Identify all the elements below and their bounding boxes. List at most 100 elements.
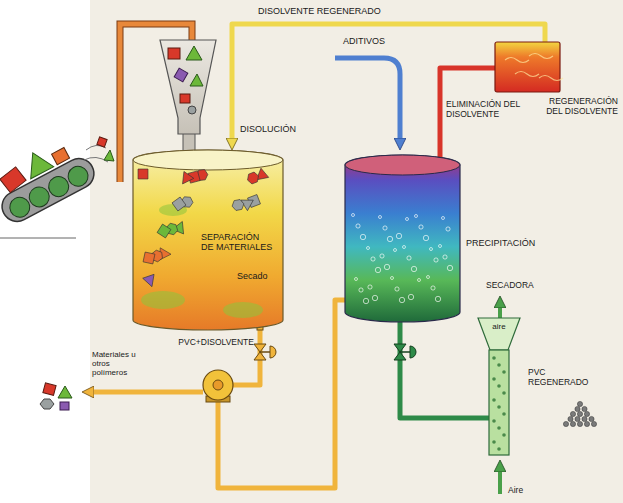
- bubble: [375, 267, 380, 272]
- pipe-connector: [400, 322, 478, 418]
- waste-piece: [97, 137, 107, 147]
- waste-piece: [20, 147, 53, 179]
- granule: [492, 440, 496, 444]
- bubble: [439, 245, 442, 248]
- granule: [497, 363, 501, 367]
- air-inlet-arrow: [498, 470, 502, 494]
- granule: [584, 411, 589, 416]
- stream-label: ADITIVOS: [343, 36, 385, 46]
- stream-label: SECADORA: [486, 281, 534, 291]
- material-piece: [143, 274, 158, 288]
- product-label: PVC REGENERADO: [528, 368, 588, 388]
- hopper-neck: [183, 132, 195, 152]
- waste-piece: [104, 150, 114, 161]
- bubble: [403, 246, 406, 249]
- dryer-tube: [489, 350, 509, 455]
- tank-top: [345, 155, 460, 175]
- granule: [492, 356, 496, 360]
- bubble: [447, 265, 452, 270]
- precipitation-tank: PRECIPITACIÓN: [345, 155, 460, 322]
- granule: [502, 391, 506, 395]
- reject-piece: [40, 399, 54, 409]
- granule: [577, 401, 582, 406]
- reject-piece: [58, 386, 72, 398]
- liquid-patch: [223, 302, 263, 318]
- bubble: [411, 266, 416, 271]
- bubble: [443, 255, 447, 259]
- granule: [492, 377, 496, 381]
- bubble: [391, 277, 394, 280]
- material-piece: [157, 224, 171, 238]
- bubble: [384, 264, 389, 269]
- liquid-patch: [141, 291, 185, 309]
- granule: [577, 411, 582, 416]
- granule: [575, 406, 580, 411]
- bubble: [394, 249, 397, 252]
- granule: [570, 411, 575, 416]
- bubble: [415, 215, 418, 218]
- material-piece: [247, 171, 259, 185]
- tank-body: [345, 155, 460, 322]
- dissolution-tank: SEPARACIÓN DE MATERIALES Secado: [133, 150, 283, 330]
- tank-note: Secado: [237, 271, 268, 281]
- stream-label: Aire: [508, 486, 523, 496]
- tank-top: [133, 150, 283, 170]
- bubble: [430, 248, 433, 251]
- bubble: [395, 287, 399, 291]
- dryer-column-shape: [478, 318, 520, 455]
- precipitation-tank-shape: [345, 155, 460, 322]
- valve: [254, 344, 276, 360]
- air-note: aire: [478, 322, 520, 331]
- waste-piece: [168, 48, 180, 59]
- tank-label: SEPARACIÓN DE MATERIALES: [201, 232, 274, 253]
- waste-piece: [180, 94, 190, 103]
- rule-line: [0, 238, 76, 239]
- material-piece: [172, 197, 186, 211]
- bubble: [367, 247, 370, 250]
- bubble: [383, 226, 387, 230]
- bubble: [355, 278, 358, 281]
- granule: [591, 421, 596, 426]
- bubble: [368, 285, 372, 289]
- bubble: [399, 297, 404, 302]
- material-piece: [178, 171, 194, 187]
- pump-hub: [213, 380, 223, 390]
- granule-pile: [563, 401, 596, 426]
- tank-label: PRECIPITACIÓN: [466, 238, 535, 248]
- granule: [502, 412, 506, 416]
- reject-arrow: [92, 390, 203, 395]
- solvent-regenerator-shape: [495, 42, 560, 92]
- bubble: [380, 254, 384, 258]
- unit-label: REGENERACIÓN DEL DISOLVENTE: [538, 97, 618, 117]
- granule: [492, 398, 496, 402]
- bubble: [360, 234, 365, 239]
- bubble: [423, 235, 428, 240]
- bubble: [387, 236, 392, 241]
- dryer-funnel: [478, 318, 520, 350]
- material-piece: [138, 169, 148, 179]
- bubble: [396, 233, 401, 238]
- additives-arrow: [335, 58, 400, 140]
- panel-ground: [90, 0, 623, 503]
- bubble: [407, 256, 411, 260]
- exhaust-arrow: [498, 306, 502, 318]
- hopper: [160, 40, 216, 134]
- edge-label: PVC+DISOLVENTE: [178, 338, 254, 348]
- bubble: [431, 286, 435, 290]
- bubble: [406, 218, 409, 221]
- material-piece: [143, 252, 155, 264]
- bubble: [419, 225, 423, 229]
- bubble: [356, 224, 360, 228]
- bubble: [427, 276, 430, 279]
- pump-body: [203, 370, 233, 400]
- bubble: [418, 279, 421, 282]
- bubble: [442, 217, 445, 220]
- granule: [582, 416, 587, 421]
- granule: [570, 421, 575, 426]
- waste-piece: [186, 46, 202, 60]
- material-piece: [231, 199, 245, 211]
- pump: [203, 370, 233, 402]
- bubble: [363, 298, 368, 303]
- unit-box: [495, 42, 560, 92]
